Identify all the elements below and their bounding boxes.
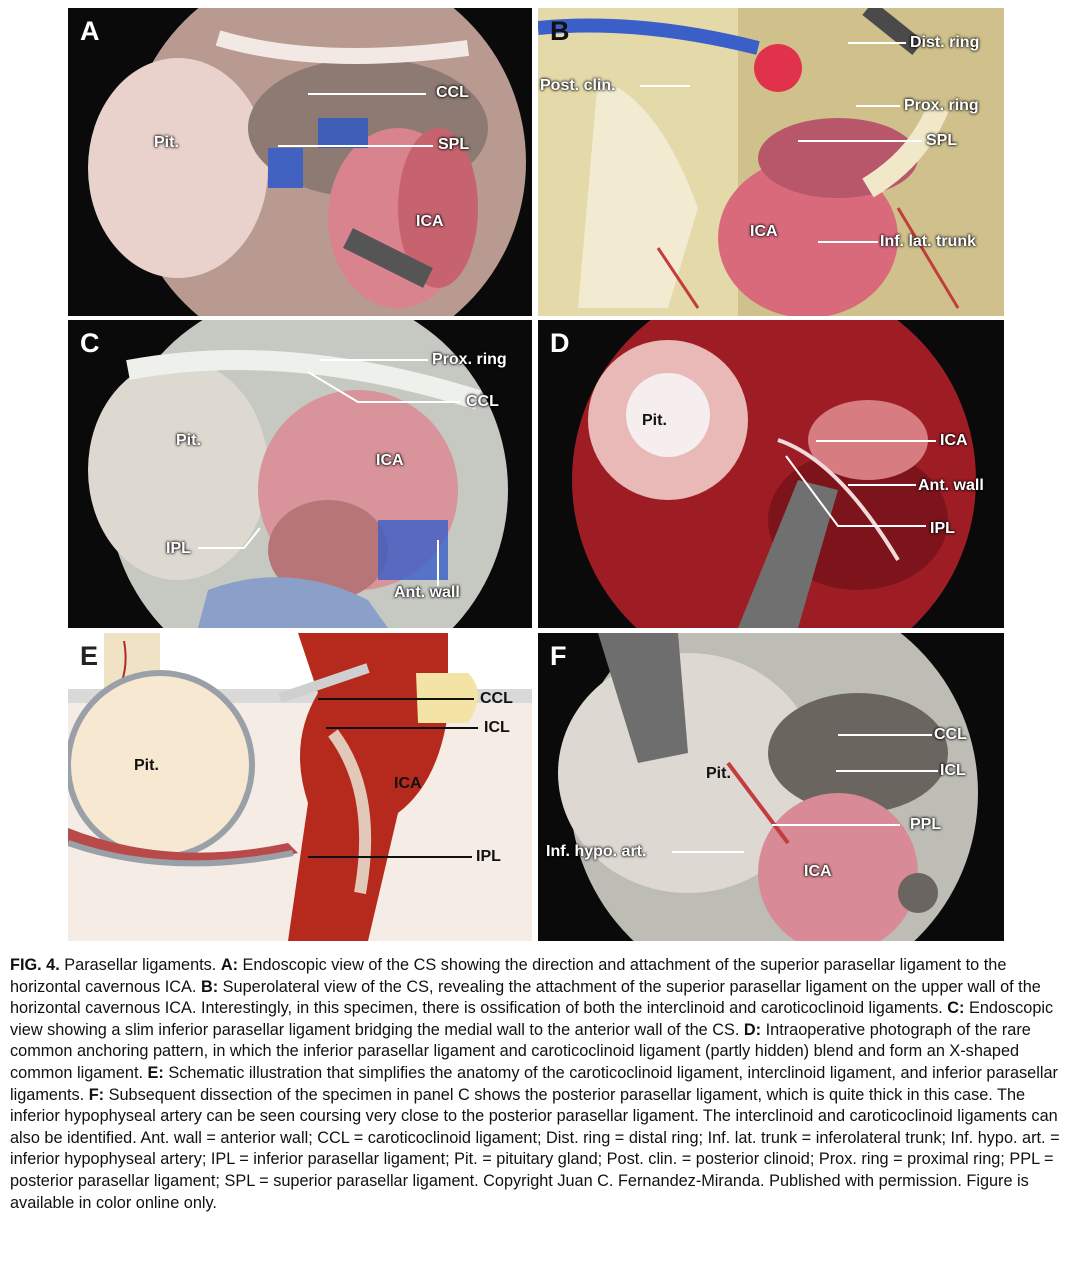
caption-b-text: Superolateral view of the CS, revealing …: [10, 977, 1041, 1018]
panel-d-image: [538, 320, 1004, 628]
label-ica: ICA: [804, 863, 832, 880]
figure-caption: FIG. 4. Parasellar ligaments. A: Endosco…: [10, 955, 1068, 1214]
panel-e: E CCL ICL Pit. ICA IPL: [68, 633, 532, 941]
label-ccl: CCL: [480, 690, 513, 707]
label-icl: ICL: [940, 762, 966, 779]
panel-letter: C: [80, 328, 100, 358]
label-pit: Pit.: [642, 412, 667, 429]
label-dist-ring: Dist. ring: [910, 34, 980, 51]
label-pit: Pit.: [176, 432, 201, 449]
label-ipl: IPL: [166, 540, 191, 557]
panel-c-image: [68, 320, 532, 628]
caption-e-label: E:: [147, 1063, 164, 1082]
label-prox-ring: Prox. ring: [904, 97, 979, 114]
label-ppl: PPL: [910, 816, 942, 833]
label-spl: SPL: [926, 132, 958, 149]
label-pit: Pit.: [134, 757, 159, 774]
label-inf-hypo-art: Inf. hypo. art.: [546, 843, 647, 860]
label-ica: ICA: [940, 432, 968, 449]
label-ant-wall: Ant. wall: [394, 584, 460, 601]
caption-a-text: Endoscopic view of the CS showing the di…: [10, 956, 1007, 996]
panel-letter: D: [550, 328, 570, 358]
caption-a-label: A:: [220, 956, 239, 974]
caption-c-label: C:: [947, 999, 965, 1018]
panel-a: A CCL SPL Pit. ICA: [68, 8, 532, 316]
panel-f-image: [538, 633, 1004, 941]
panel-d: D Pit. ICA Ant. wall IPL: [538, 320, 1004, 628]
panel-b-image: [538, 8, 1004, 316]
panel-letter: B: [550, 16, 570, 46]
panel-letter: E: [80, 641, 99, 671]
panel-letter: A: [80, 16, 100, 46]
label-ccl: CCL: [436, 84, 469, 101]
caption-d-label: D:: [743, 1020, 762, 1039]
caption-f-text: Subsequent dissection of the specimen in…: [10, 1085, 1060, 1212]
panel-b: B Dist. ring Post. clin. Prox. ring SPL …: [538, 8, 1004, 316]
label-ica: ICA: [376, 452, 404, 469]
caption-c-text: Endoscopic view showing a slim inferior …: [10, 999, 1054, 1039]
label-inf-lat-trunk: Inf. lat. trunk: [880, 233, 976, 250]
caption-fig-label: FIG. 4.: [10, 956, 60, 974]
label-ica: ICA: [416, 213, 444, 230]
panel-f: F CCL ICL Pit. PPL Inf. hypo. art. ICA: [538, 633, 1004, 941]
caption-title: Parasellar ligaments.: [59, 956, 221, 974]
label-ica: ICA: [750, 223, 778, 240]
label-pit: Pit.: [154, 134, 179, 151]
caption-d-text: Intraoperative photograph of the rare co…: [10, 1020, 1031, 1082]
caption-e-text: Schematic illustration that simplifies t…: [10, 1063, 1058, 1104]
panel-c: C Prox. ring CCL Pit. ICA IPL Ant. wall: [68, 320, 532, 628]
label-ipl: IPL: [930, 520, 955, 537]
label-icl: ICL: [484, 719, 510, 736]
label-ica: ICA: [394, 775, 422, 792]
label-post-clin: Post. clin.: [540, 77, 616, 94]
panel-e-image: [68, 633, 532, 941]
label-prox-ring: Prox. ring: [432, 351, 507, 368]
caption-b-label: B:: [200, 977, 219, 996]
label-ant-wall: Ant. wall: [918, 477, 984, 494]
panel-a-image: [68, 8, 532, 316]
label-pit: Pit.: [706, 765, 731, 782]
panel-letter: F: [550, 641, 567, 671]
label-ccl: CCL: [934, 726, 967, 743]
label-ipl: IPL: [476, 848, 501, 865]
label-ccl: CCL: [466, 393, 499, 410]
caption-f-label: F:: [88, 1085, 105, 1104]
label-spl: SPL: [438, 136, 470, 153]
